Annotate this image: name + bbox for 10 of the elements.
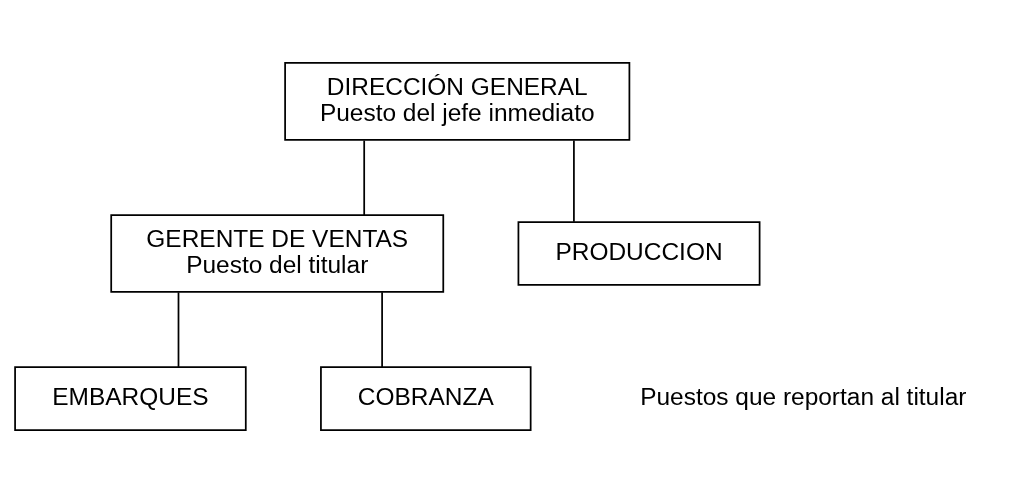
label: Puestos que reportan al titular [640,383,967,411]
node-box: GERENTE DE VENTAS Puesto del titular [110,214,445,293]
node-box: EMBARQUES [14,366,247,431]
node-box: PRODUCCION [517,221,761,286]
connector [381,291,383,368]
connector [363,139,366,216]
node-box: COBRANZA [320,366,532,431]
node-box: DIRECCIÓN GENERAL Puesto del jefe inmediato [284,62,631,141]
connector [573,139,575,223]
connector [177,291,180,368]
